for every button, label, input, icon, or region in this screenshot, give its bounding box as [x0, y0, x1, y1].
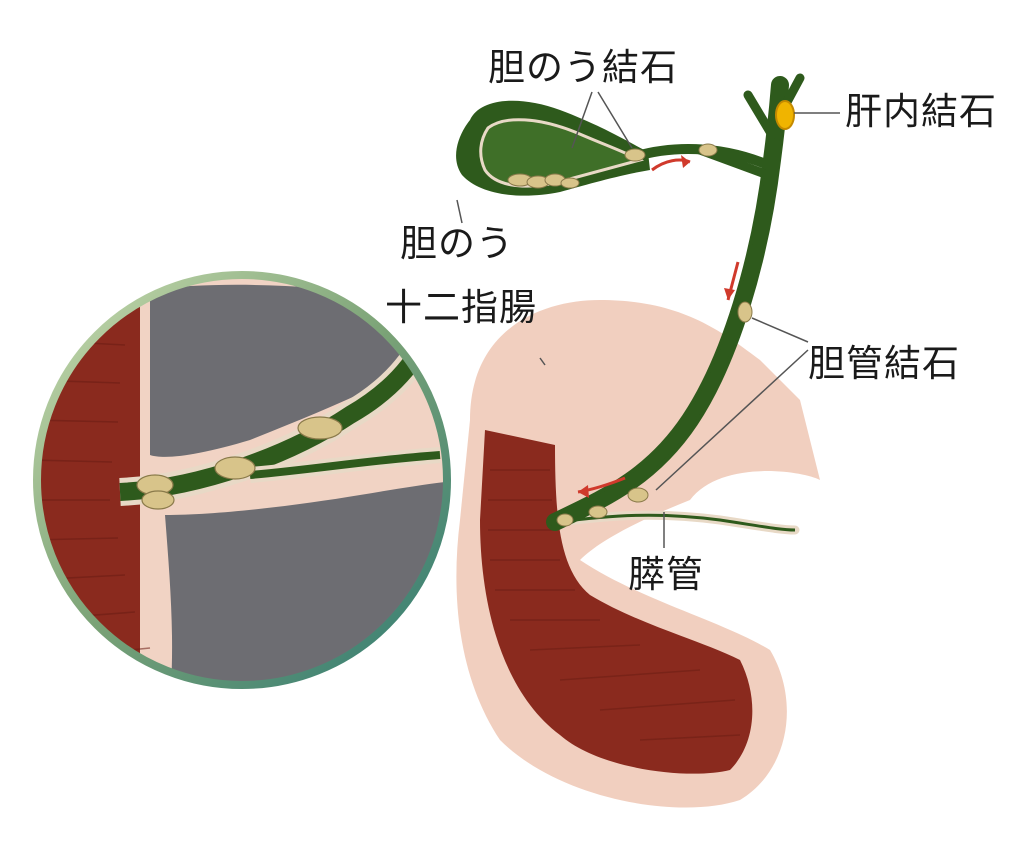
- gallbladder-illustration: [456, 100, 650, 196]
- leader-lines: [456, 91, 840, 548]
- bile-flow-arrows: [577, 155, 740, 498]
- intrahepatic-stone: [775, 100, 795, 130]
- lens-chamber-lower: [165, 482, 450, 688]
- lens-chamber-upper: [150, 284, 425, 457]
- duodenum-illustration: [456, 300, 820, 808]
- label-pancreatic-duct: 膵管: [628, 553, 704, 596]
- duodenum-lumen: [480, 430, 753, 774]
- magnified-view-rim: [33, 271, 451, 689]
- label-intrahepatic-stones: 肝内結石: [845, 90, 997, 133]
- duct-stones: [556, 143, 753, 527]
- label-gallbladder: 胆のう: [400, 222, 514, 265]
- label-bile-duct-stones: 胆管結石: [808, 342, 960, 385]
- magnified-view: [33, 271, 451, 689]
- gallbladder-stones: [507, 148, 646, 189]
- label-duodenum: 十二指腸: [385, 286, 537, 329]
- label-gallbladder-stones: 胆のう結石: [488, 46, 678, 89]
